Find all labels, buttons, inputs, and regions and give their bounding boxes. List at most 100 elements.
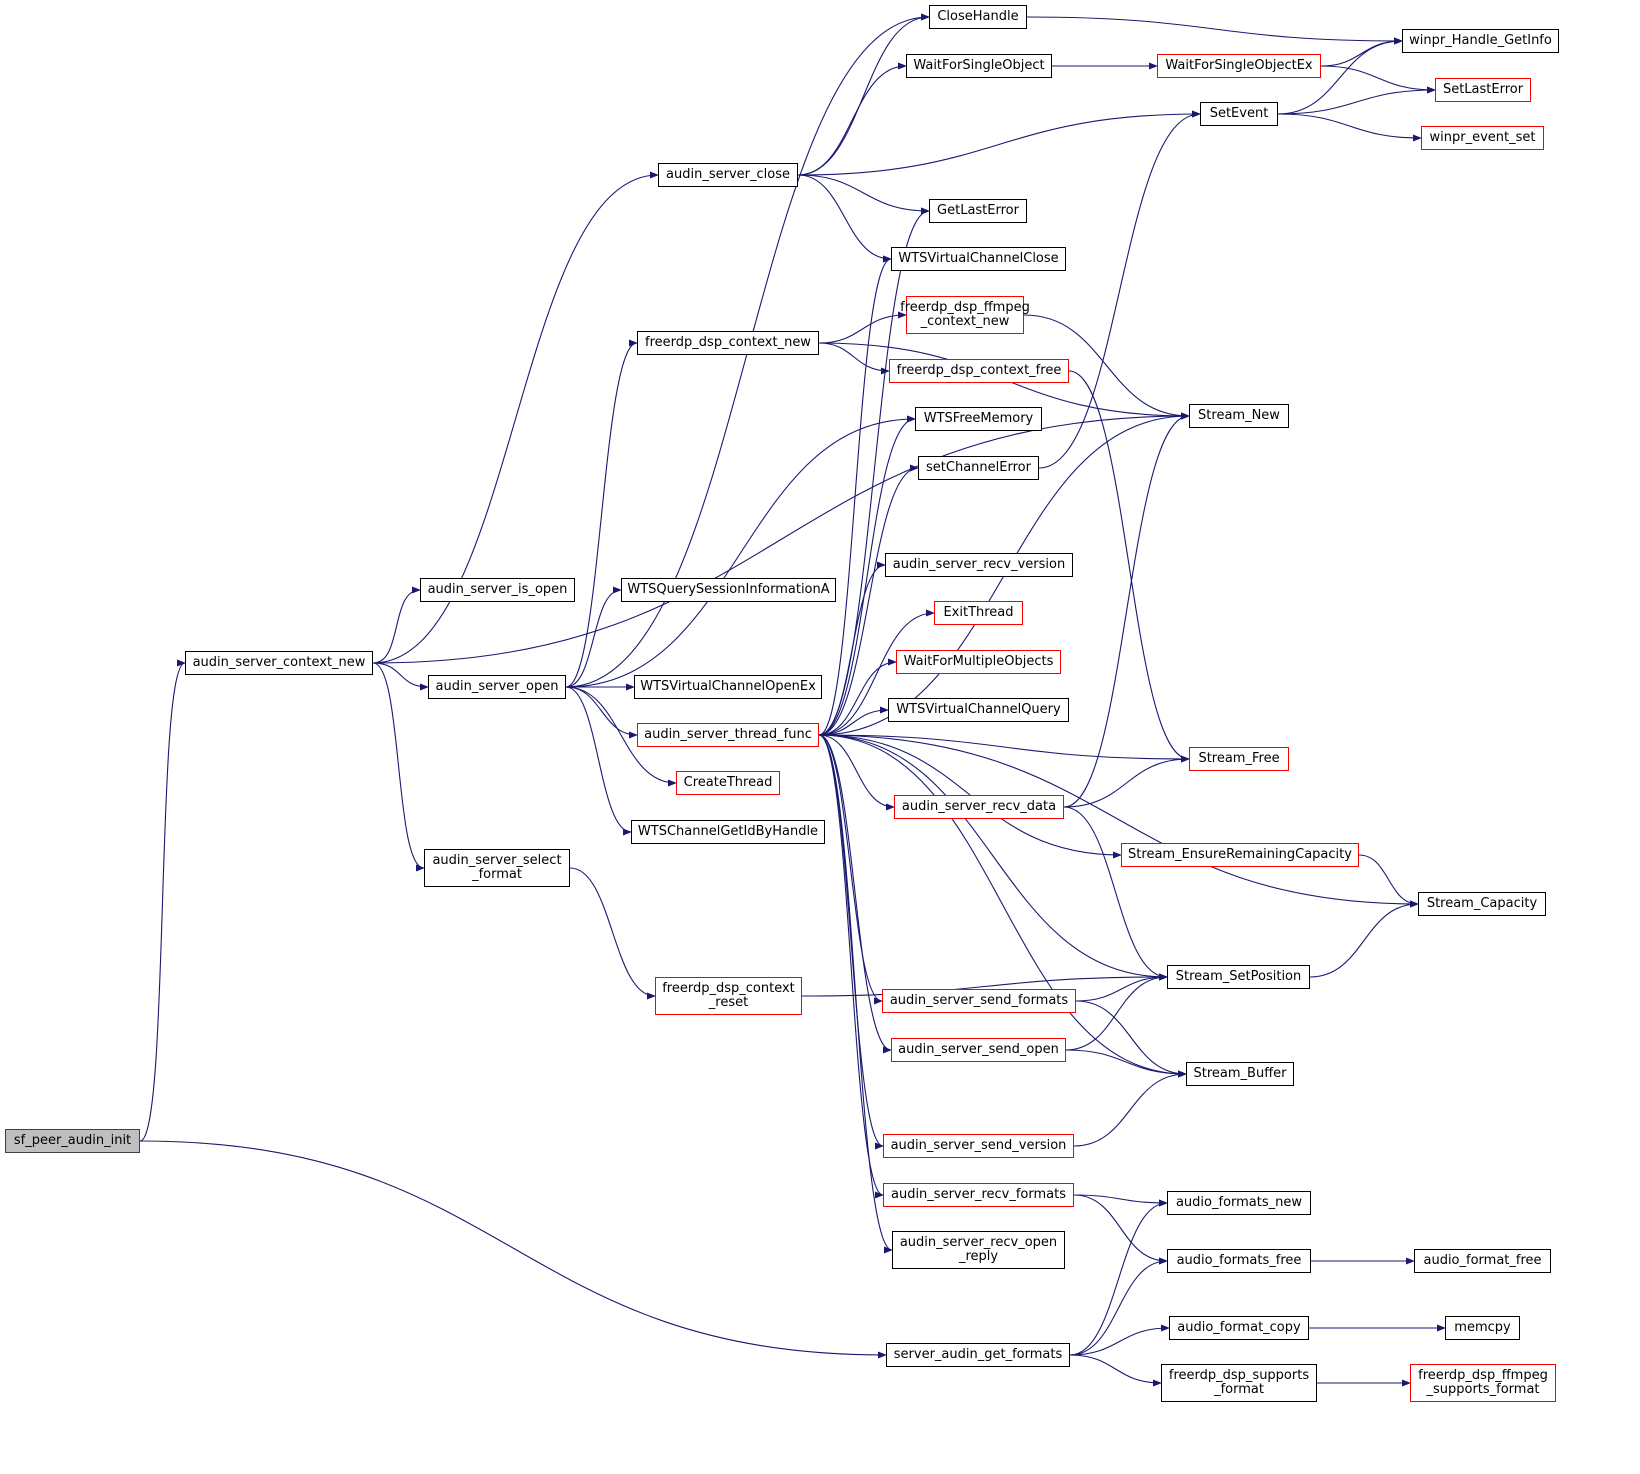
edge-audin-server-open-to-wtsfreememory <box>565 415 916 688</box>
node-stream-setposition[interactable]: Stream_SetPosition <box>1167 965 1310 989</box>
edge-audin-server-send-open-to-stream-buffer <box>1065 1049 1187 1078</box>
node-freerdp-dsp-context-free[interactable]: freerdp_dsp_context_free <box>889 359 1069 383</box>
node-freerdp-dsp-supports-format[interactable]: freerdp_dsp_supports _format <box>1161 1364 1317 1402</box>
node-freerdp-dsp-ffmpeg-supports-format[interactable]: freerdp_dsp_ffmpeg _supports_format <box>1410 1364 1556 1402</box>
edge-stream-setposition-to-stream-capacity <box>1309 900 1419 978</box>
node-audin-server-send-open[interactable]: audin_server_send_open <box>891 1038 1066 1062</box>
edge-audin-server-close-to-setevent <box>797 110 1201 176</box>
edge-closehandle-to-winpr-handle-getinfo <box>1026 16 1403 45</box>
node-wtschannelgetidbyhandle[interactable]: WTSChannelGetIdByHandle <box>631 820 825 844</box>
node-stream-buffer[interactable]: Stream_Buffer <box>1186 1062 1294 1086</box>
node-audin-server-is-open[interactable]: audin_server_is_open <box>420 578 575 602</box>
node-audin-server-select-format[interactable]: audin_server_select _format <box>424 849 570 887</box>
edge-freerdp-dsp-context-reset-to-stream-setposition <box>801 973 1168 997</box>
edge-audin-server-thread-func-to-audin-server-recv-version <box>818 561 886 736</box>
edge-server-audin-get-formats-to-audio-formats-new <box>1069 1199 1168 1356</box>
edge-audin-server-thread-func-to-wtsvirtualchannelclose <box>818 255 892 736</box>
node-stream-free[interactable]: Stream_Free <box>1189 747 1289 771</box>
edge-audin-server-close-to-waitforsingleobject <box>797 62 907 176</box>
node-setlasterror[interactable]: SetLastError <box>1435 78 1531 102</box>
node-setevent[interactable]: SetEvent <box>1200 102 1278 126</box>
edge-audin-server-close-to-wtsvirtualchannelclose <box>797 174 892 263</box>
node-audio-format-copy[interactable]: audio_format_copy <box>1169 1316 1309 1340</box>
node-freerdp-dsp-context-new[interactable]: freerdp_dsp_context_new <box>637 331 819 355</box>
node-audin-server-recv-formats[interactable]: audin_server_recv_formats <box>883 1183 1074 1207</box>
node-audio-formats-free[interactable]: audio_formats_free <box>1167 1249 1311 1273</box>
edge-audin-server-thread-func-to-stream-capacity <box>818 734 1419 908</box>
edge-audin-server-thread-func-to-audin-server-recv-formats <box>818 734 884 1199</box>
edge-sf-peer-audin-init-to-audin-server-context-new <box>139 659 186 1142</box>
node-audin-server-open[interactable]: audin_server_open <box>428 675 566 699</box>
node-audio-formats-new[interactable]: audio_formats_new <box>1167 1191 1311 1215</box>
node-closehandle[interactable]: CloseHandle <box>929 5 1027 29</box>
node-waitforsingleobject[interactable]: WaitForSingleObject <box>906 54 1052 78</box>
edge-audin-server-context-new-to-audin-server-open <box>372 662 429 691</box>
node-audin-server-send-version[interactable]: audin_server_send_version <box>883 1134 1074 1158</box>
edge-setevent-to-winpr-event-set <box>1277 113 1422 142</box>
node-audin-server-thread-func[interactable]: audin_server_thread_func <box>637 723 819 747</box>
edge-audin-server-context-new-to-audin-server-select-format <box>372 662 425 872</box>
node-audin-server-recv-open-reply[interactable]: audin_server_recv_open _reply <box>892 1231 1065 1269</box>
node-wtsvirtualchannelopenex[interactable]: WTSVirtualChannelOpenEx <box>634 675 822 699</box>
edge-audin-server-thread-func-to-wtsvirtualchannelquery <box>818 706 889 736</box>
edge-audin-server-context-new-to-audin-server-close <box>372 171 659 664</box>
edge-freerdp-dsp-ffmpeg-context-new-to-stream-new <box>1023 314 1190 420</box>
node-winpr-event-set[interactable]: winpr_event_set <box>1421 126 1544 150</box>
node-stream-capacity[interactable]: Stream_Capacity <box>1418 892 1546 916</box>
edge-audin-server-thread-func-to-exitthread <box>818 609 935 736</box>
node-waitforsingleobjectex[interactable]: WaitForSingleObjectEx <box>1157 54 1321 78</box>
node-audin-server-recv-data[interactable]: audin_server_recv_data <box>894 795 1064 819</box>
edge-audin-server-context-new-to-audin-server-is-open <box>372 586 421 664</box>
node-waitformultipleobjects[interactable]: WaitForMultipleObjects <box>896 650 1061 674</box>
node-sf-peer-audin-init[interactable]: sf_peer_audin_init <box>5 1129 140 1153</box>
node-freerdp-dsp-ffmpeg-context-new[interactable]: freerdp_dsp_ffmpeg _context_new <box>900 296 1030 334</box>
edge-server-audin-get-formats-to-audio-format-copy <box>1069 1324 1170 1356</box>
node-audin-server-close[interactable]: audin_server_close <box>658 163 798 187</box>
edge-audin-server-thread-func-to-setchannelerror <box>818 464 919 736</box>
edge-setchannelerror-to-setevent <box>1038 110 1201 469</box>
edge-audin-server-thread-func-to-audin-server-recv-data <box>818 734 895 811</box>
edge-audin-server-thread-func-to-stream-buffer <box>818 734 1187 1078</box>
edge-audin-server-thread-func-to-stream-setposition <box>818 734 1168 981</box>
node-audin-server-send-formats[interactable]: audin_server_send_formats <box>882 989 1076 1013</box>
node-wtsfreememory[interactable]: WTSFreeMemory <box>915 407 1042 431</box>
edge-stream-ensureremainingcapacity-to-stream-capacity <box>1358 854 1419 908</box>
edge-audin-server-thread-func-to-wtsfreememory <box>818 415 916 736</box>
edge-audin-server-thread-func-to-audin-server-send-open <box>818 734 892 1054</box>
node-winpr-handle-getinfo[interactable]: winpr_Handle_GetInfo <box>1402 29 1559 53</box>
edge-freerdp-dsp-context-free-to-stream-free <box>1068 370 1190 763</box>
edge-setevent-to-winpr-handle-getinfo <box>1277 37 1403 115</box>
edge-audin-server-send-formats-to-stream-setposition <box>1075 973 1168 1002</box>
edge-waitforsingleobjectex-to-setlasterror <box>1320 65 1436 94</box>
edge-audin-server-thread-func-to-audin-server-recv-open-reply <box>818 734 893 1254</box>
node-getlasterror[interactable]: GetLastError <box>929 199 1027 223</box>
node-wtsvirtualchannelquery[interactable]: WTSVirtualChannelQuery <box>888 698 1069 722</box>
edge-audin-server-open-to-freerdp-dsp-context-new <box>565 339 638 688</box>
node-stream-ensureremainingcapacity[interactable]: Stream_EnsureRemainingCapacity <box>1121 843 1359 867</box>
node-audio-format-free[interactable]: audio_format_free <box>1414 1249 1551 1273</box>
node-freerdp-dsp-context-reset[interactable]: freerdp_dsp_context _reset <box>655 977 802 1015</box>
edge-audin-server-recv-data-to-stream-free <box>1063 755 1190 808</box>
node-audin-server-context-new[interactable]: audin_server_context_new <box>185 651 373 675</box>
edge-audin-server-send-open-to-stream-setposition <box>1065 973 1168 1051</box>
edge-setevent-to-setlasterror <box>1277 86 1436 115</box>
node-server-audin-get-formats[interactable]: server_audin_get_formats <box>886 1343 1070 1367</box>
edge-audin-server-thread-func-to-stream-free <box>818 734 1190 763</box>
node-createthread[interactable]: CreateThread <box>676 771 780 795</box>
edge-freerdp-dsp-context-new-to-freerdp-dsp-context-free <box>818 342 890 375</box>
edge-audin-server-recv-data-to-stream-new <box>1063 412 1190 808</box>
node-stream-new[interactable]: Stream_New <box>1189 404 1289 428</box>
node-memcpy[interactable]: memcpy <box>1445 1316 1520 1340</box>
edge-audin-server-recv-formats-to-audio-formats-free <box>1073 1194 1168 1265</box>
node-setchannelerror[interactable]: setChannelError <box>918 456 1039 480</box>
edge-server-audin-get-formats-to-audio-formats-free <box>1069 1257 1168 1356</box>
node-audin-server-recv-version[interactable]: audin_server_recv_version <box>885 553 1073 577</box>
node-wtsvirtualchannelclose[interactable]: WTSVirtualChannelClose <box>891 247 1066 271</box>
edge-audin-server-open-to-wtschannelgetidbyhandle <box>565 686 632 836</box>
node-wtsquerysessioninformationa[interactable]: WTSQuerySessionInformationA <box>621 578 836 602</box>
node-exitthread[interactable]: ExitThread <box>934 601 1023 625</box>
edge-audin-server-recv-data-to-stream-setposition <box>1063 806 1168 981</box>
edge-audin-server-thread-func-to-waitformultipleobjects <box>818 658 897 736</box>
edge-audin-server-select-format-to-freerdp-dsp-context-reset <box>569 867 656 1000</box>
